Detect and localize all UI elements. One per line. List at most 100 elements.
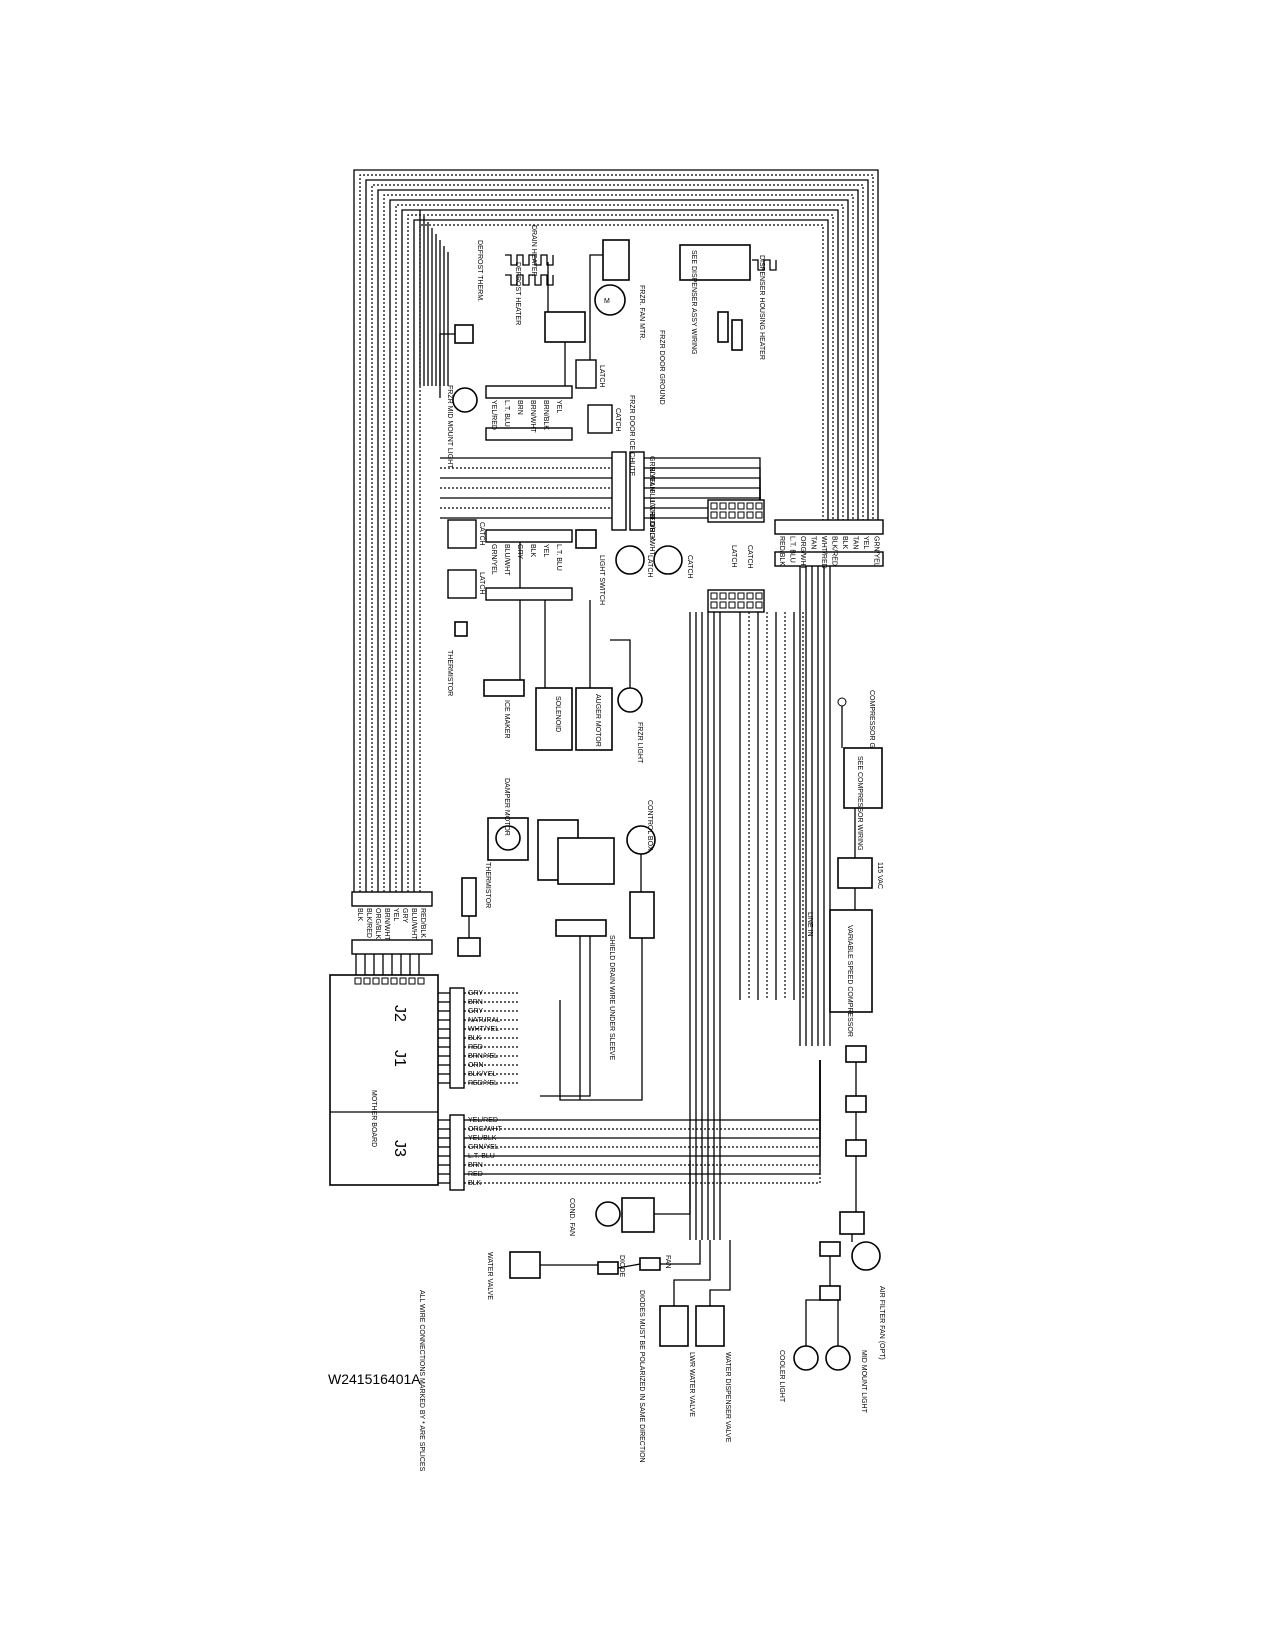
connector-pin bbox=[755, 601, 763, 609]
freezer-upper-wire-label: L.T. BLU bbox=[503, 400, 510, 427]
svg-text:COND. FAN: COND. FAN bbox=[568, 1198, 575, 1236]
top-connector-wire-label: RED/BLK bbox=[419, 908, 426, 938]
thermistor-upper-label: THERMISTOR bbox=[446, 650, 453, 696]
board-j1-wire-label: BLK/YEL bbox=[468, 1071, 497, 1078]
connector-pin bbox=[719, 592, 727, 600]
latch-block-left: LATCH bbox=[447, 569, 485, 599]
freezer-upper-wire-label: YEL/RED bbox=[490, 400, 497, 430]
harness-wire bbox=[401, 209, 839, 892]
harness-wire bbox=[413, 219, 829, 892]
svg-text:CATCH: CATCH bbox=[478, 522, 485, 546]
inline-connector-1 bbox=[845, 1045, 867, 1063]
board-j3-wire-label: L.T. BLU bbox=[468, 1153, 495, 1160]
right-connector-wire-label: WHT/RED bbox=[820, 536, 827, 569]
water-dispenser-valve: WATER DISPENSER VALVE bbox=[695, 1305, 731, 1443]
fresh-food-wire-label: BLU/WHT bbox=[503, 544, 510, 576]
fresh-food-wire-label: BLK bbox=[529, 544, 536, 558]
svg-text:DIODE: DIODE bbox=[618, 1255, 625, 1278]
board-j3-wire-label: BRN bbox=[468, 1162, 483, 1169]
board-j1-wire-label: NATURAL bbox=[468, 1017, 500, 1024]
top-connector-wire-label: GRY bbox=[401, 908, 408, 923]
board-j1-wire-label: GRY bbox=[468, 990, 483, 997]
right-connector-wire-label: ORG/WHT bbox=[799, 536, 806, 571]
connector-pin bbox=[755, 592, 763, 600]
svg-text:CATCH: CATCH bbox=[686, 555, 693, 579]
freezer-upper-wire-label: YEL bbox=[555, 400, 562, 413]
control-box-conn bbox=[629, 891, 655, 939]
mid-connector-wire-label: RED/BLK bbox=[648, 511, 655, 541]
diodes-note: DIODES MUST BE POLARIZED IN SAME DIRECTI… bbox=[638, 1290, 645, 1463]
harness-wire bbox=[359, 174, 874, 892]
harness-wire bbox=[371, 184, 864, 892]
latch-block-upper: LATCH bbox=[575, 359, 605, 389]
defrost-therm-label: DEFROST THERM. bbox=[476, 240, 483, 302]
catch-mid-label: CATCH bbox=[746, 545, 753, 569]
harness-wire bbox=[419, 224, 824, 892]
mid-bundle-wire bbox=[644, 487, 761, 500]
inline-connector-2 bbox=[845, 1095, 867, 1113]
svg-text:LWR WATER VALVE: LWR WATER VALVE bbox=[688, 1352, 695, 1417]
mid-connector-wire-label: L.T. BLU bbox=[648, 500, 655, 527]
connector-pin bbox=[728, 502, 736, 510]
svg-text:COOLER LIGHT: COOLER LIGHT bbox=[778, 1350, 785, 1403]
fresh-food-wire-label: GRY bbox=[516, 544, 523, 559]
freezer-upper-wire-label: BRN/BLK bbox=[542, 400, 549, 430]
svg-text:DISPENSER HOUSING HEATER: DISPENSER HOUSING HEATER bbox=[758, 255, 765, 360]
svg-text:FRZR LIGHT: FRZR LIGHT bbox=[636, 722, 643, 764]
board-pin bbox=[390, 977, 398, 985]
cond-fan-wire bbox=[654, 1160, 691, 1215]
board-pin bbox=[417, 977, 425, 985]
control-box: CONTROL BOX bbox=[626, 800, 656, 855]
disp-valve-wire bbox=[709, 1240, 731, 1306]
svg-text:AIR FILTER FAN (OPT): AIR FILTER FAN (OPT) bbox=[878, 1286, 885, 1360]
cond-fan: COND. FAN bbox=[568, 1197, 655, 1236]
board-j3-wire-label: YEL/RED bbox=[468, 1117, 498, 1124]
board-j3-wire-label: RED bbox=[468, 1171, 483, 1178]
board-j1-label: J1 bbox=[391, 1050, 408, 1067]
board-pin bbox=[408, 977, 416, 985]
control-wire bbox=[559, 938, 643, 1101]
latch-mid-label: LATCH bbox=[730, 545, 737, 567]
mid-connector-wire-label: BLK bbox=[648, 467, 655, 481]
svg-text:DAMPER MOTOR: DAMPER MOTOR bbox=[503, 778, 510, 836]
svg-text:115 VAC: 115 VAC bbox=[876, 862, 883, 889]
board-pin-header bbox=[354, 977, 425, 985]
shield-note: SHIELD DRAIN WIRE UNDER SLEEVE bbox=[608, 935, 615, 1061]
harness-wire bbox=[353, 169, 879, 892]
right-connector-wire-label: L.T. BLU bbox=[789, 536, 796, 563]
drain-heater-label: DRAIN HEATER bbox=[530, 225, 537, 277]
mid-bundle-wire bbox=[644, 477, 761, 500]
harness-wire bbox=[365, 179, 869, 892]
board-pin bbox=[381, 977, 389, 985]
mid-connector-wire-label: GRN/YEL bbox=[648, 456, 655, 487]
light-conn-b bbox=[819, 1241, 841, 1257]
connector-pin bbox=[737, 502, 745, 510]
board-j1-wire-label: RED/YEL bbox=[468, 1080, 498, 1087]
svg-text:CATCH: CATCH bbox=[614, 408, 621, 432]
inline-connector-3 bbox=[845, 1139, 867, 1157]
svg-text:MID MOUNT LIGHT: MID MOUNT LIGHT bbox=[860, 1350, 867, 1414]
board-j2-label: J2 bbox=[391, 1005, 408, 1022]
svg-text:SOLENOID: SOLENOID bbox=[554, 696, 561, 732]
right-connector-wire-label: TAN bbox=[852, 536, 859, 549]
right-connector-wire-label: BLK/RED bbox=[831, 536, 838, 566]
cooler-wire bbox=[805, 1299, 830, 1346]
mid-bundle-wire bbox=[644, 457, 761, 500]
svg-text:VARIABLE SPEED COMPRESSOR: VARIABLE SPEED COMPRESSOR bbox=[846, 925, 853, 1037]
board-pin bbox=[363, 977, 371, 985]
ice-maker: ICE MAKER bbox=[483, 679, 525, 739]
connector-pin bbox=[710, 601, 718, 609]
board-j1-wire-label: BLK bbox=[468, 1035, 482, 1042]
connector-pin bbox=[728, 601, 736, 609]
twelve-pin-connector-upper bbox=[707, 499, 765, 523]
svg-text:LATCH: LATCH bbox=[478, 572, 485, 594]
svg-text:LINE IN: LINE IN bbox=[806, 912, 813, 937]
svg-text:ICE MAKER: ICE MAKER bbox=[503, 700, 510, 739]
mother-board-label: MOTHER BOARD bbox=[370, 1090, 377, 1147]
board-j3-wire-label: YEL/BLK bbox=[468, 1135, 497, 1142]
svg-text:SEE DISPENSER ASSY WIRING: SEE DISPENSER ASSY WIRING bbox=[690, 250, 697, 355]
diode-wire bbox=[617, 1240, 701, 1269]
svg-text:CONTROL BOX: CONTROL BOX bbox=[646, 800, 653, 851]
